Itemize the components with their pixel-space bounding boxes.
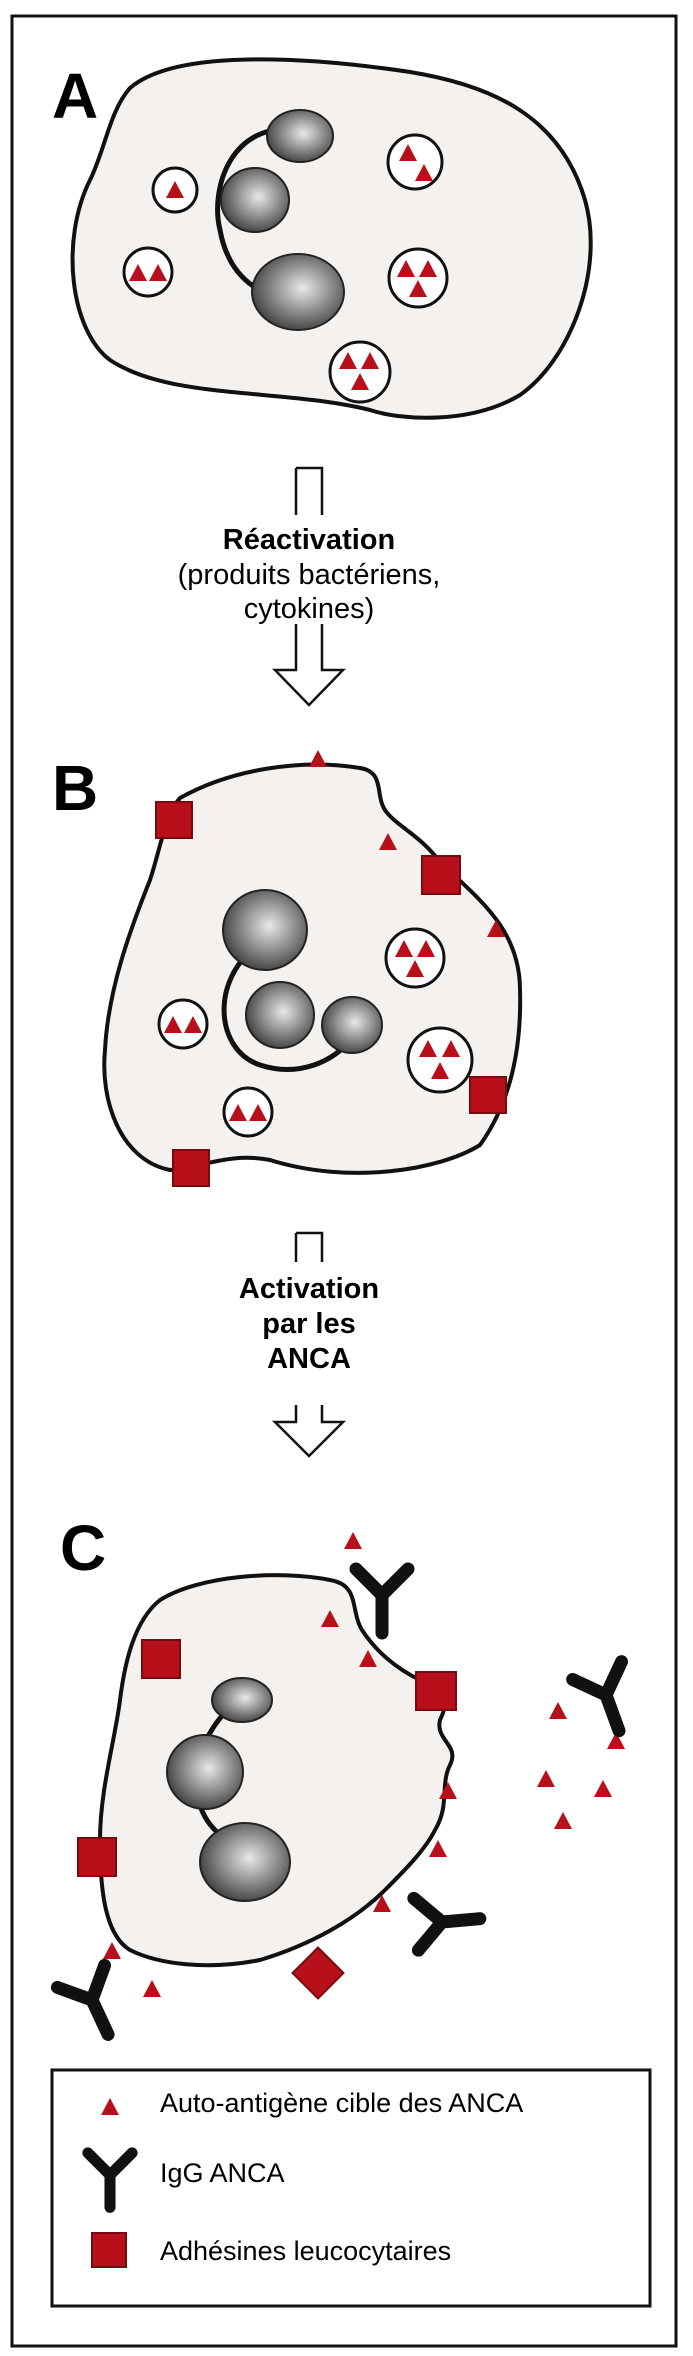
adhesin-square xyxy=(77,1837,117,1877)
panel-c-cell xyxy=(57,1532,643,2045)
granule xyxy=(122,246,174,298)
panel-a-cell xyxy=(70,57,593,420)
granule xyxy=(406,1026,474,1094)
nucleus-lobe xyxy=(245,981,315,1049)
step2-line3: ANCA xyxy=(267,1343,351,1375)
legend-adhesin-label: Adhésines leucocytaires xyxy=(160,2236,451,2266)
legend: Auto-antigène cible des ANCA IgG ANCA Ad… xyxy=(50,2068,652,2308)
adhesin-square xyxy=(155,801,193,839)
cell-membrane xyxy=(70,57,593,420)
step1-arrow xyxy=(272,466,346,707)
nucleus-lobe xyxy=(222,889,308,971)
nucleus-lobe xyxy=(199,1822,291,1902)
nucleus-strand xyxy=(221,942,352,1072)
nucleus-lobe xyxy=(251,253,345,331)
nucleus-lobe xyxy=(321,996,383,1054)
panel-b-cell xyxy=(102,750,523,1187)
granule xyxy=(387,247,449,309)
step1-line2: cytokines) xyxy=(244,593,375,625)
granule xyxy=(384,927,446,989)
nucleus-lobe xyxy=(166,1734,244,1810)
legend-adhesin-icon xyxy=(91,2232,127,2268)
step1-title: Réactivation xyxy=(223,524,395,556)
granule xyxy=(328,340,392,404)
adhesin-square xyxy=(415,1671,457,1711)
granule xyxy=(222,1086,274,1138)
adhesin-square xyxy=(421,855,461,895)
adhesin-square xyxy=(291,1946,345,2000)
legend-antigen-label: Auto-antigène cible des ANCA xyxy=(160,2088,523,2118)
step2-line2: par les xyxy=(262,1308,356,1340)
step2-arrow xyxy=(271,1231,347,1458)
panel-c-letter: C xyxy=(60,1512,106,1584)
nucleus-lobe xyxy=(266,109,334,163)
nucleus-lobe xyxy=(211,1677,273,1723)
granule xyxy=(157,998,209,1050)
granule xyxy=(386,133,444,191)
panel-b-letter: B xyxy=(52,752,98,824)
nucleus-lobe xyxy=(220,167,290,233)
step2-line1: Activation xyxy=(239,1273,379,1305)
panel-a-letter: A xyxy=(52,60,98,132)
adhesin-square xyxy=(469,1076,507,1114)
adhesin-square xyxy=(141,1639,181,1679)
legend-igg-label: IgG ANCA xyxy=(160,2158,285,2188)
adhesin-square xyxy=(172,1149,210,1187)
step1-line1: (produits bactériens, xyxy=(178,559,441,591)
legend-box xyxy=(50,2068,652,2308)
cell-membrane xyxy=(97,1573,455,1968)
